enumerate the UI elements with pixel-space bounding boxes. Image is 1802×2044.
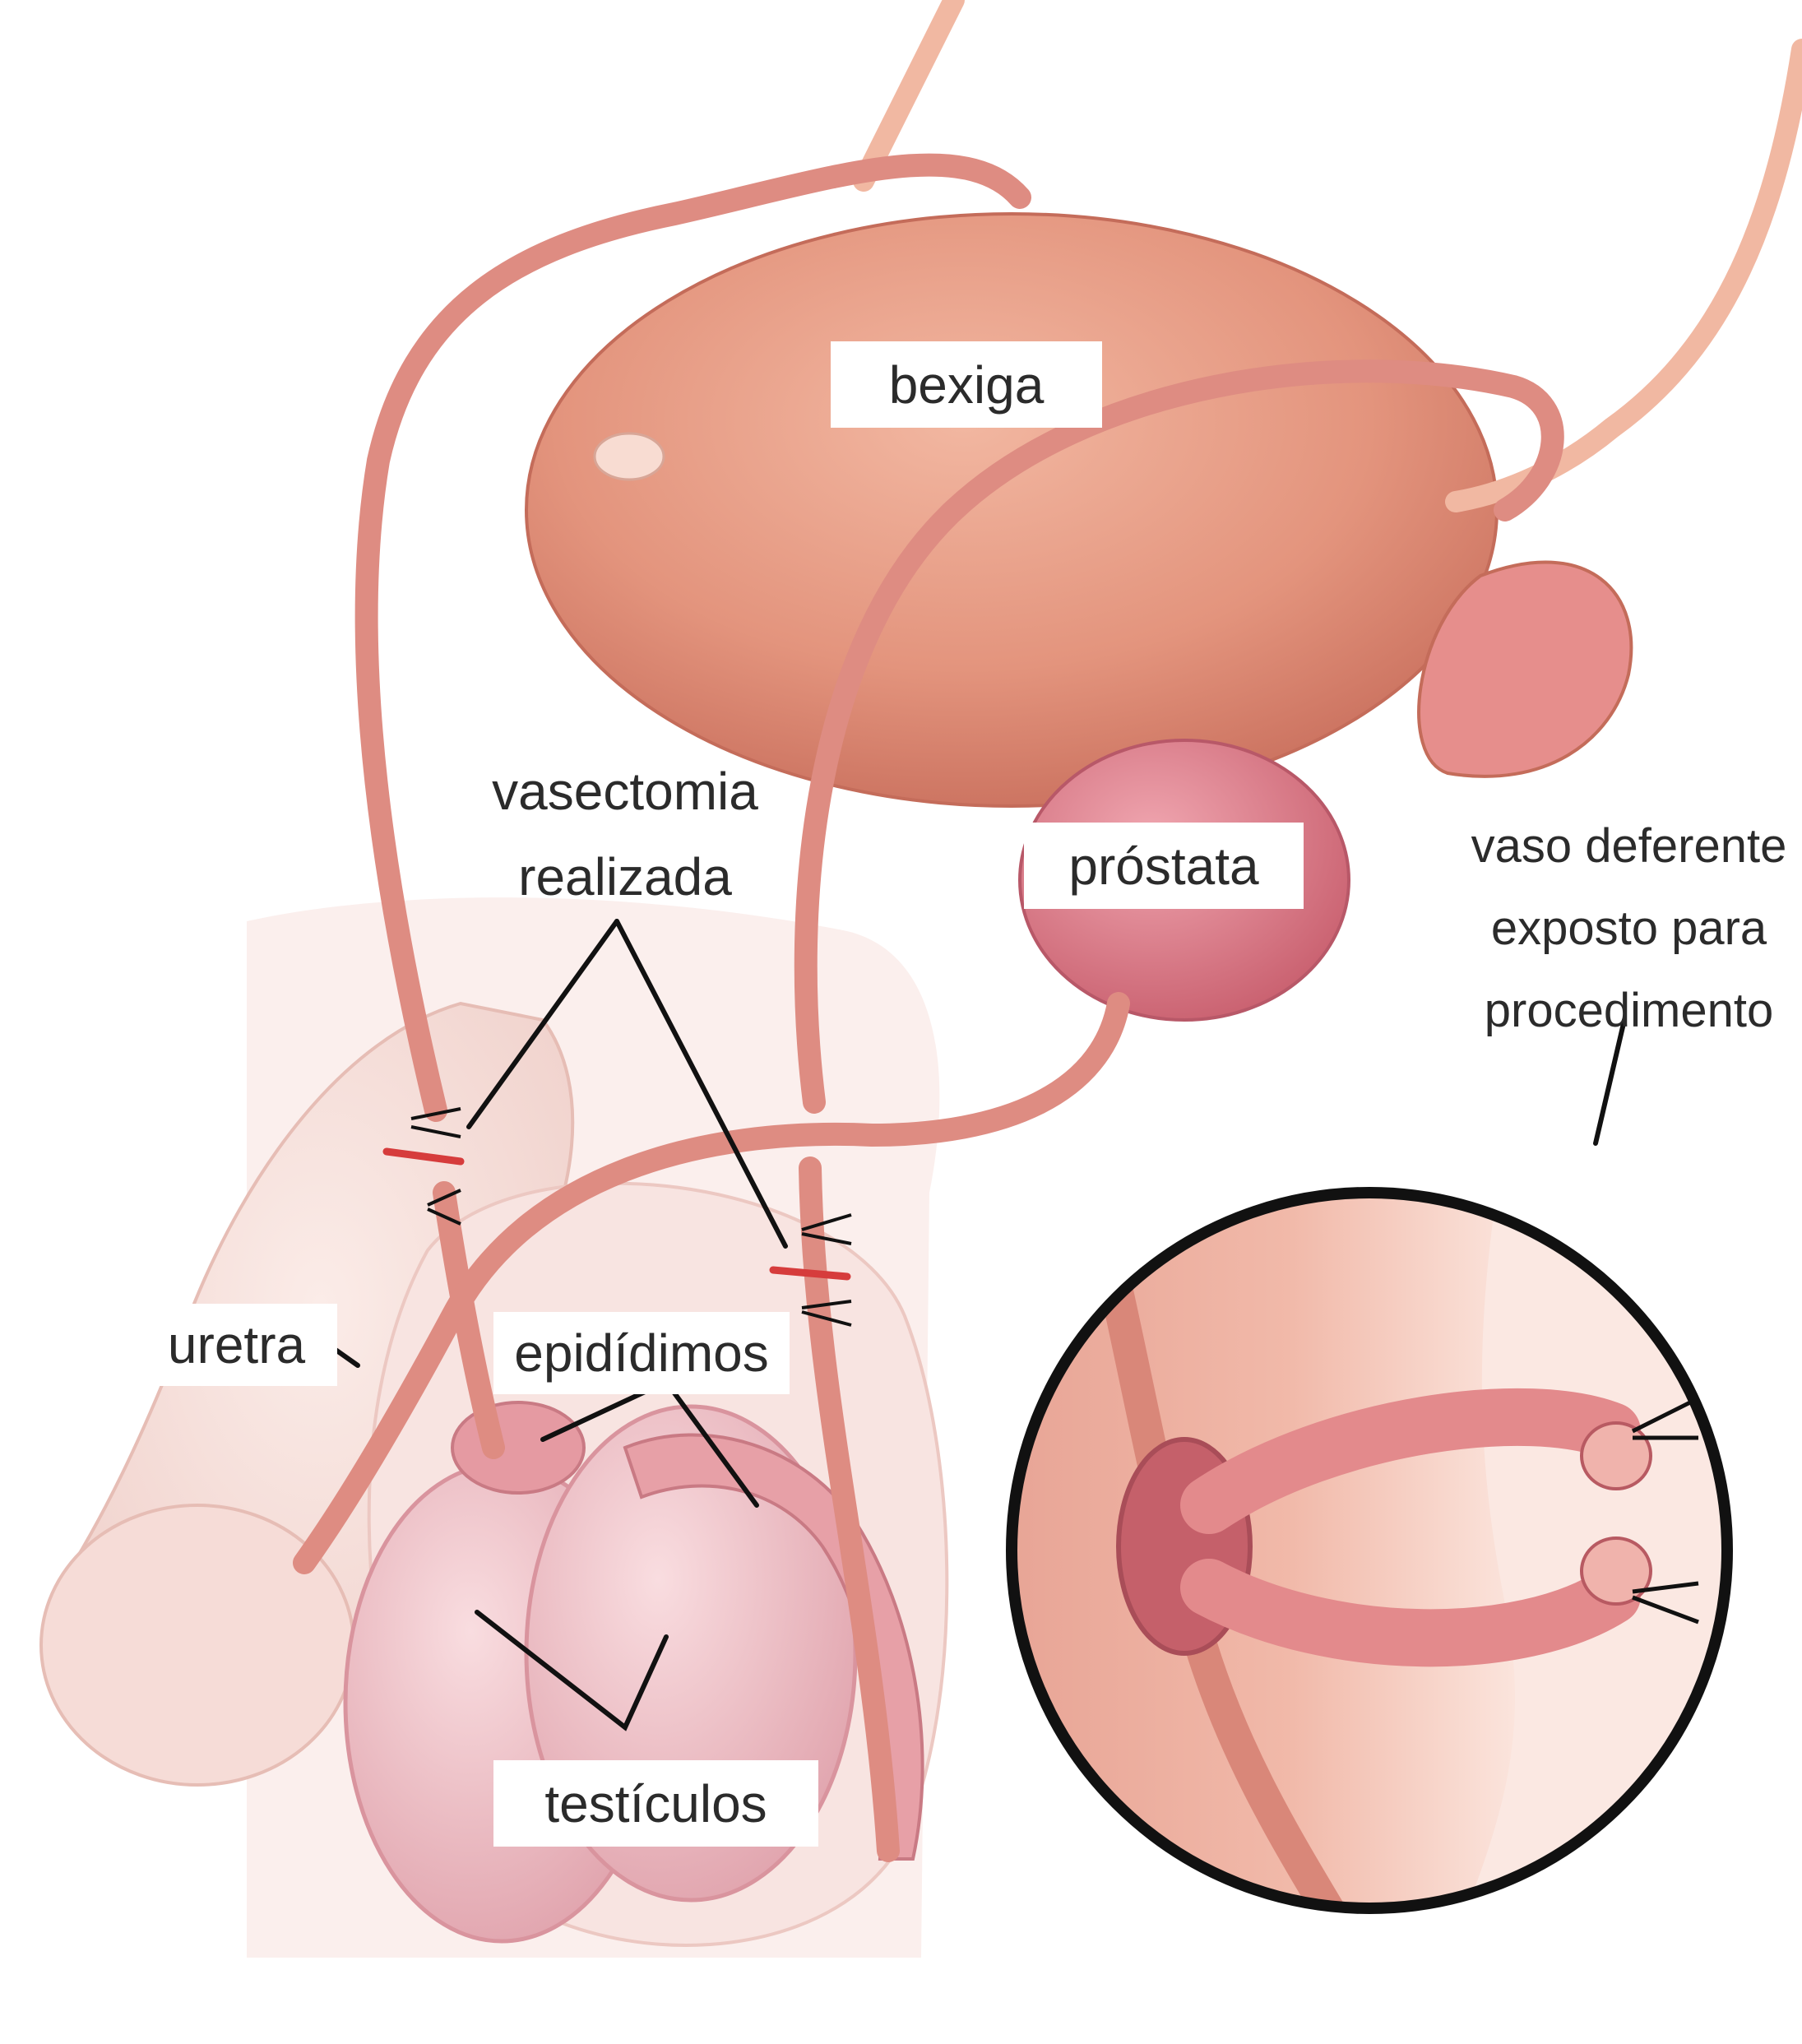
vasectomy-label: vasectomia realizada: [469, 765, 781, 916]
prostate-label-text: próstata: [1068, 840, 1258, 892]
testicles-label-text: testículos: [544, 1777, 767, 1830]
bladder-shape: [526, 214, 1497, 806]
bladder-label-text: bexiga: [889, 359, 1045, 411]
vas-exposed-label-line3: procedimento: [1456, 987, 1802, 1051]
bladder-label: bexiga: [831, 341, 1102, 428]
urethra-label: uretra: [136, 1304, 337, 1386]
urethra-label-text: uretra: [168, 1319, 305, 1371]
vas-exposed-label-line2: exposto para: [1456, 905, 1802, 969]
vasectomy-label-line2: realizada: [469, 851, 781, 916]
vasectomy-label-line1: vasectomia: [469, 765, 781, 831]
testicles-label: testículos: [493, 1760, 818, 1847]
epididymis-label-text: epidídimos: [514, 1327, 769, 1379]
epididymis-label: epidídimos: [493, 1312, 790, 1394]
vas-exposed-label: vaso deferente exposto para procedimento: [1456, 823, 1802, 1051]
prostate-label: próstata: [1024, 823, 1304, 909]
vas-exposed-label-line1: vaso deferente: [1456, 823, 1802, 887]
inset-circle: [1012, 1193, 1727, 1917]
